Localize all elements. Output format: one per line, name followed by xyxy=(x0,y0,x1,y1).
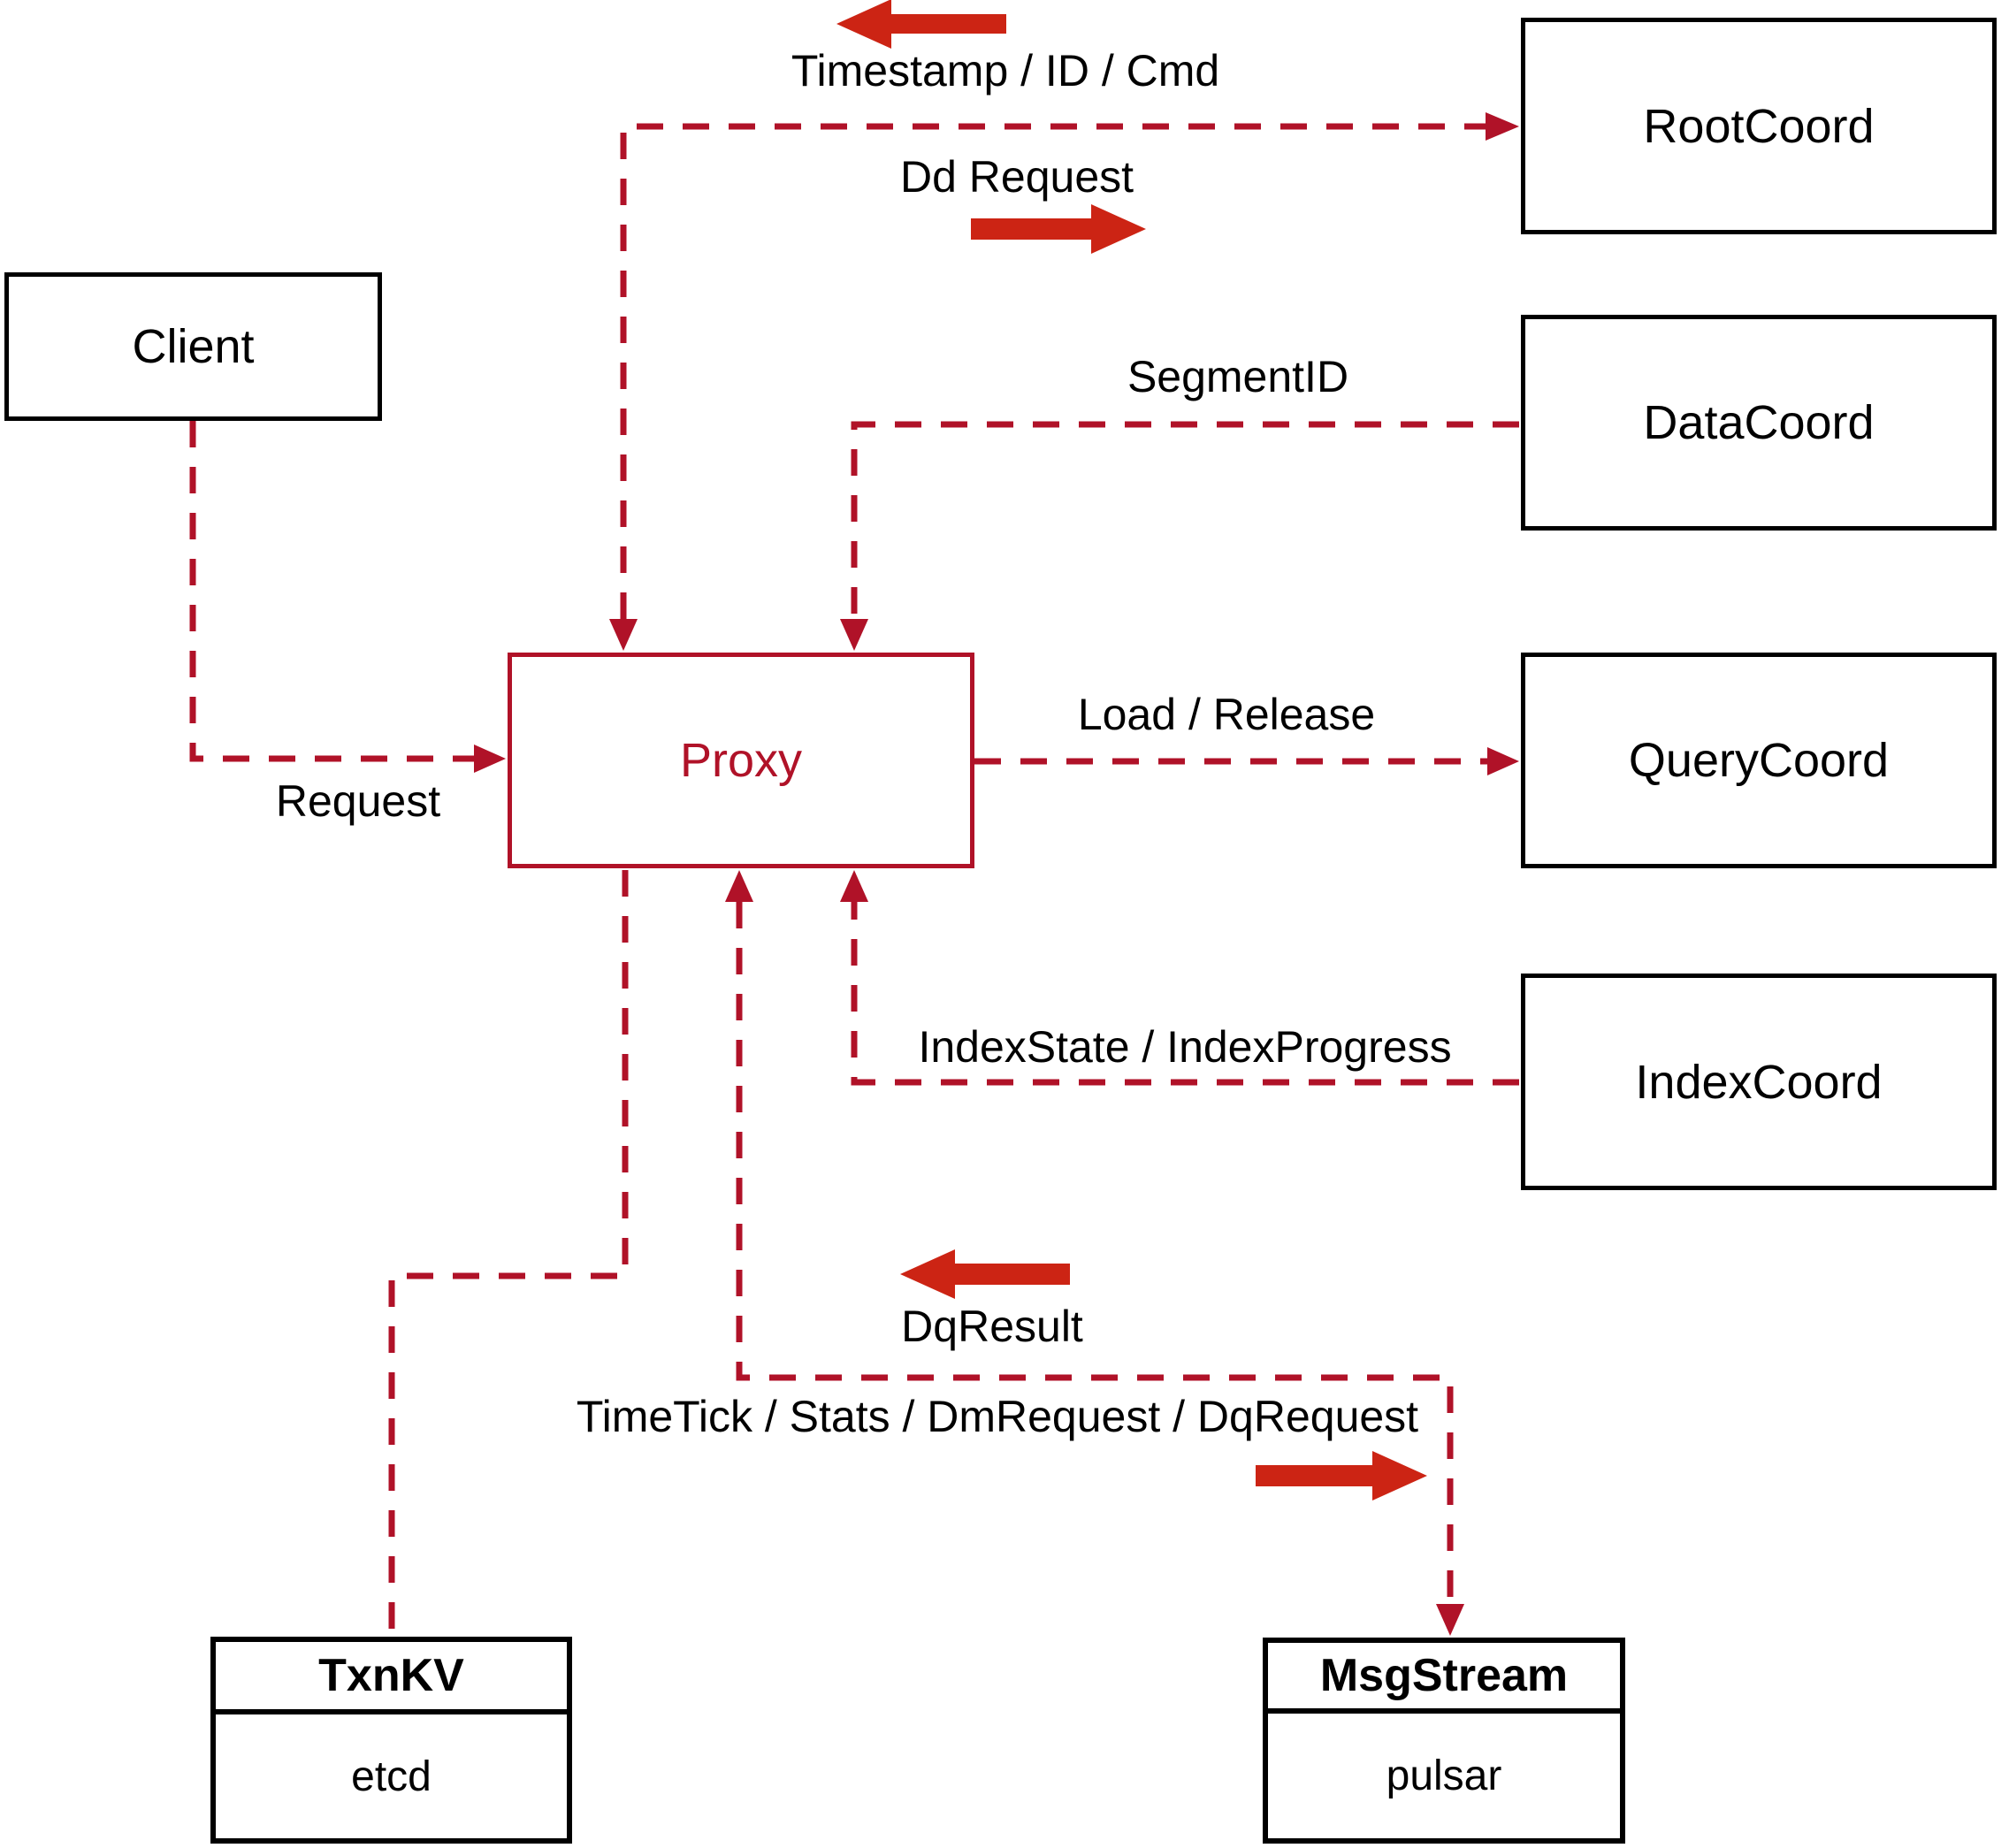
node-datacoord-label: DataCoord xyxy=(1643,396,1875,449)
edge-indexcoord-proxy-line xyxy=(851,902,1519,1086)
node-rootcoord: RootCoord xyxy=(1521,18,1997,234)
edge-label-segment-id: SegmentID xyxy=(1127,352,1349,401)
node-proxy-label: Proxy xyxy=(679,734,803,787)
node-txnkv-title: TxnKV xyxy=(216,1642,567,1714)
edge-label-timestamp-id-cmd: Timestamp / ID / Cmd xyxy=(791,46,1220,95)
edge-indexcoord-proxy xyxy=(840,870,1519,1086)
arrowhead-into-proxy-bottom-middle xyxy=(725,870,753,902)
right-direction-arrow-icon xyxy=(971,204,1146,254)
right-direction-arrow-timetick-icon xyxy=(1256,1451,1427,1501)
edge-label-request: Request xyxy=(275,776,441,826)
node-msgstream: MsgStream pulsar xyxy=(1263,1638,1625,1844)
edge-client-proxy-line xyxy=(189,421,477,762)
node-indexcoord-label: IndexCoord xyxy=(1635,1055,1883,1109)
edge-proxy-txnkv-line xyxy=(388,870,629,1635)
left-direction-arrow-icon xyxy=(836,0,1006,49)
edge-proxy-msgstream-line xyxy=(736,902,1454,1602)
node-client: Client xyxy=(4,272,382,421)
arrowhead-into-proxy-left xyxy=(474,745,506,773)
node-querycoord-label: QueryCoord xyxy=(1628,734,1890,787)
arrowhead-into-msgstream xyxy=(1436,1604,1464,1636)
edge-proxy-msgstream xyxy=(725,870,1464,1636)
left-direction-arrow-dqresult-icon xyxy=(900,1249,1070,1299)
edge-label-index-state: IndexState / IndexProgress xyxy=(918,1022,1452,1072)
arrowhead-into-querycoord xyxy=(1487,747,1519,775)
arrowhead-into-proxy-bottom-right xyxy=(840,870,868,902)
node-client-label: Client xyxy=(132,320,255,373)
edge-datacoord-proxy-line xyxy=(851,421,1519,619)
node-rootcoord-label: RootCoord xyxy=(1643,99,1875,153)
node-msgstream-title: MsgStream xyxy=(1268,1643,1620,1714)
node-querycoord: QueryCoord xyxy=(1521,653,1997,868)
edge-proxy-txnkv xyxy=(388,870,629,1635)
edge-proxy-rootcoord-line xyxy=(620,123,1486,619)
node-indexcoord: IndexCoord xyxy=(1521,974,1997,1190)
edge-label-load-release: Load / Release xyxy=(1077,690,1376,739)
arrowhead-into-proxy-top-right xyxy=(840,619,868,651)
edge-datacoord-proxy xyxy=(840,421,1519,651)
edge-proxy-querycoord xyxy=(974,747,1519,775)
edge-client-proxy xyxy=(189,421,506,773)
node-txnkv-implementation: etcd xyxy=(351,1753,432,1800)
edge-label-time-tick: TimeTick / Stats / DmRequest / DqRequest xyxy=(576,1392,1419,1441)
node-proxy: Proxy xyxy=(508,653,974,868)
edge-proxy-rootcoord xyxy=(609,112,1519,651)
arrowhead-into-rootcoord xyxy=(1486,112,1519,141)
edge-label-dd-request: Dd Request xyxy=(899,152,1134,202)
arrowhead-into-proxy-top-left xyxy=(609,619,638,651)
edge-label-dq-result: DqResult xyxy=(901,1302,1083,1351)
node-datacoord: DataCoord xyxy=(1521,315,1997,531)
node-msgstream-implementation: pulsar xyxy=(1386,1753,1502,1799)
node-txnkv: TxnKV etcd xyxy=(210,1637,572,1844)
